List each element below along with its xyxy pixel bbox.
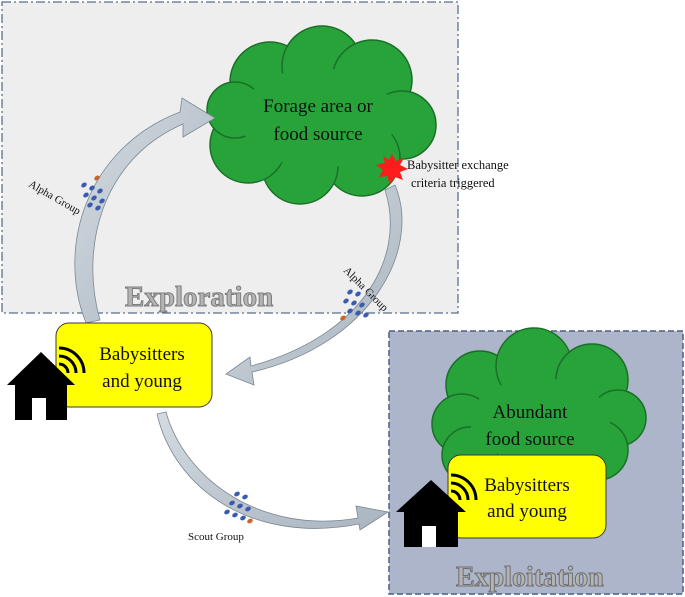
- forage-cloud: [206, 25, 437, 205]
- scout-group-label: Scout Group: [188, 531, 244, 543]
- exchange-label-line1: Babysitter exchange: [407, 158, 509, 172]
- babysitters-box: [55, 322, 213, 408]
- forage-label-line1: Forage area or: [263, 96, 373, 117]
- red-burst-icon: [376, 154, 408, 184]
- alpha-group-dots-right: [340, 289, 369, 321]
- exploitation-babysitters-label-line1: Babysitters: [484, 475, 570, 496]
- arrow-home-to-forage: [74, 97, 216, 324]
- exchange-label-line2: criteria triggered: [411, 176, 495, 190]
- arrow-forage-to-home: [225, 184, 403, 386]
- house-icon: [7, 352, 75, 420]
- babysitters-label-line2: and young: [102, 371, 182, 392]
- babysitters-label-line1: Babysitters: [99, 344, 185, 365]
- exploration-title: Exploration: [125, 281, 273, 313]
- alpha-group-dots-left: [81, 175, 105, 211]
- arrow-home-to-exploitation: [156, 411, 390, 531]
- exploitation-wifi-icon: [450, 473, 478, 501]
- forage-label-line2: food source: [273, 124, 362, 145]
- exploitation-house-icon: [396, 480, 466, 547]
- exploitation-babysitters-box: [447, 454, 607, 539]
- exploitation-title: Exploitation: [456, 562, 604, 593]
- abundant-label-line2: food source: [485, 429, 574, 450]
- wifi-icon: [58, 346, 86, 374]
- scout-group-dots: [224, 491, 253, 524]
- abundant-label-line1: Abundant: [493, 402, 569, 423]
- exploitation-babysitters-label-line2: and young: [487, 501, 567, 522]
